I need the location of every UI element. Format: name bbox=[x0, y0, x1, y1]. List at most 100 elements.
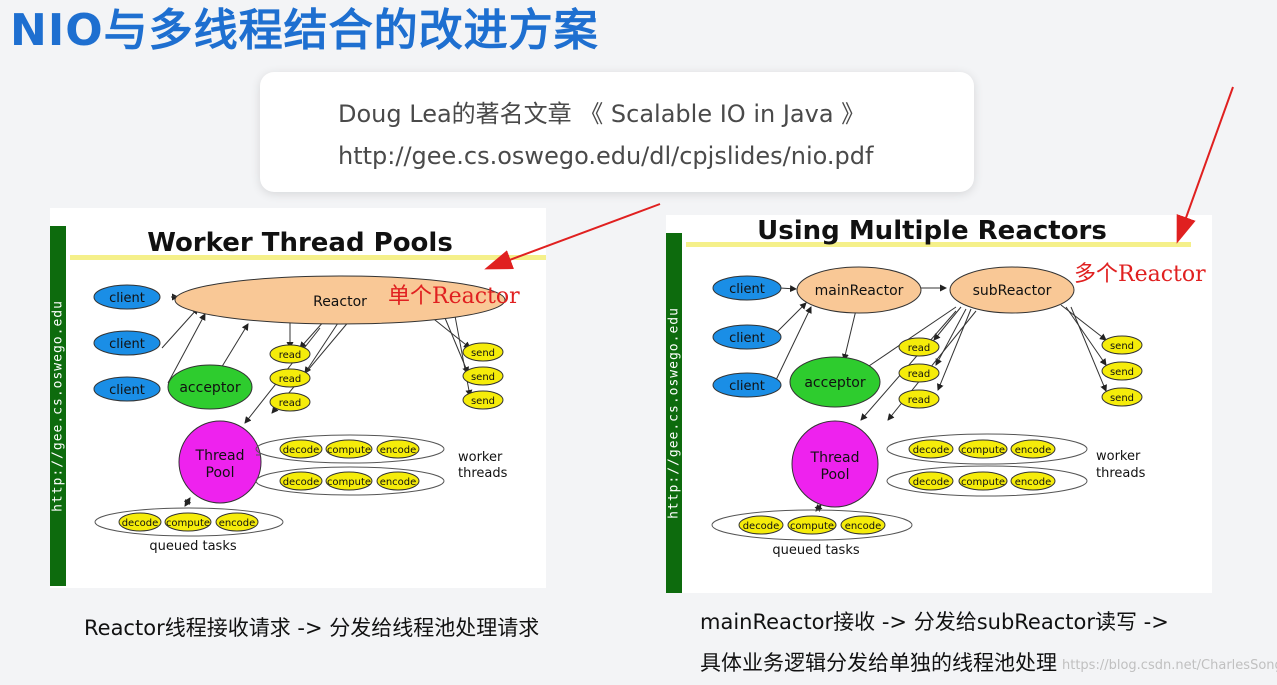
task-label: encode bbox=[380, 445, 417, 456]
sub-reactor-label: subReactor bbox=[973, 283, 1052, 299]
task-label: encode bbox=[1015, 477, 1052, 488]
send-node bbox=[462, 366, 504, 386]
read-label: read bbox=[908, 369, 931, 380]
client-label: client bbox=[109, 337, 145, 352]
task-label: decode bbox=[743, 521, 780, 532]
left-queued-row: decode compute encode bbox=[118, 512, 259, 532]
task-label: encode bbox=[1015, 445, 1052, 456]
thread-pool-label-line2: Pool bbox=[821, 467, 850, 483]
client-label: client bbox=[729, 331, 765, 346]
send-node bbox=[1101, 361, 1143, 381]
right-caption-line1: mainReactor接收 -> 分发给subReactor读写 -> bbox=[700, 610, 1169, 634]
send-label: send bbox=[471, 348, 495, 359]
send-node bbox=[1101, 335, 1143, 355]
reference-box: Doug Lea的著名文章 《 Scalable IO in Java 》 ht… bbox=[260, 72, 974, 192]
acceptor-node bbox=[167, 364, 253, 410]
single-reactor-annotation: 单个Reactor bbox=[388, 284, 520, 309]
client-node bbox=[712, 324, 782, 350]
task-label: compute bbox=[327, 445, 371, 456]
send-node bbox=[462, 390, 504, 410]
task-label: compute bbox=[961, 445, 1005, 456]
send-label: send bbox=[1110, 367, 1134, 378]
task-label: decode bbox=[283, 477, 320, 488]
task-label: decode bbox=[913, 477, 950, 488]
task-label: encode bbox=[380, 477, 417, 488]
reactor-node bbox=[174, 275, 506, 325]
task-label: decode bbox=[122, 518, 159, 529]
reference-article-title: Doug Lea的著名文章 《 Scalable IO in Java 》 bbox=[338, 100, 866, 128]
slide-title: NIO与多线程结合的改进方案 bbox=[10, 5, 599, 56]
queued-tasks-label: queued tasks bbox=[149, 539, 236, 554]
task-label: compute bbox=[166, 518, 210, 529]
right-queued-row: decode compute encode bbox=[738, 515, 886, 535]
multi-reactor-annotation: 多个Reactor bbox=[1074, 262, 1206, 287]
client-label: client bbox=[109, 291, 145, 306]
right-read-nodes: read read read bbox=[898, 337, 940, 409]
thread-pool-label-line1: Thread bbox=[810, 450, 860, 466]
queued-tasks-label: queued tasks bbox=[772, 543, 859, 558]
read-node bbox=[898, 337, 940, 357]
worker-thread-pools-diagram: http://gee.cs.oswego.edu Worker Thread P… bbox=[50, 208, 546, 588]
reference-url: http://gee.cs.oswego.edu/dl/cpjslides/ni… bbox=[338, 142, 874, 170]
task-label: compute bbox=[961, 477, 1005, 488]
task-label: compute bbox=[790, 521, 834, 532]
task-label: compute bbox=[327, 477, 371, 488]
read-node bbox=[898, 389, 940, 409]
read-label: read bbox=[908, 343, 931, 354]
worker-threads-label-line1: worker bbox=[1096, 449, 1141, 464]
worker-threads-label-line1: worker bbox=[458, 450, 503, 465]
send-label: send bbox=[471, 396, 495, 407]
right-worker-row-2: decode compute encode bbox=[908, 471, 1056, 491]
left-title-underline bbox=[70, 255, 546, 260]
client-label: client bbox=[109, 383, 145, 398]
send-label: send bbox=[471, 372, 495, 383]
worker-threads-label-line2: threads bbox=[1096, 466, 1146, 481]
acceptor-label: acceptor bbox=[179, 380, 241, 396]
read-node bbox=[269, 344, 311, 364]
right-title-underline bbox=[686, 242, 1191, 247]
thread-pool-label-line1: Thread bbox=[195, 448, 245, 464]
client-node bbox=[93, 284, 161, 310]
client-label: client bbox=[729, 379, 765, 394]
left-read-nodes: read read read bbox=[269, 344, 311, 412]
left-worker-row-1: decode compute encode bbox=[279, 439, 420, 459]
thread-pool-node bbox=[178, 420, 262, 504]
read-node bbox=[898, 363, 940, 383]
right-diagram-graphic: Using Multiple Reactors client client bbox=[686, 216, 1191, 558]
acceptor-label: acceptor bbox=[804, 375, 866, 391]
right-diagram-title: Using Multiple Reactors bbox=[757, 216, 1107, 246]
task-label: encode bbox=[219, 518, 256, 529]
left-diagram-title: Worker Thread Pools bbox=[147, 228, 453, 258]
read-node bbox=[269, 368, 311, 388]
read-label: read bbox=[279, 374, 302, 385]
right-send-nodes: send send send bbox=[1101, 335, 1143, 407]
right-worker-row-1: decode compute encode bbox=[908, 439, 1056, 459]
left-caption: Reactor线程接收请求 -> 分发给线程池处理请求 bbox=[84, 616, 540, 640]
main-reactor-label: mainReactor bbox=[815, 283, 904, 299]
task-label: decode bbox=[283, 445, 320, 456]
left-worker-row-2: decode compute encode bbox=[279, 471, 420, 491]
worker-threads-label-line2: threads bbox=[458, 466, 508, 481]
watermark: https://blog.csdn.net/CharlesSongHappy bbox=[1062, 658, 1277, 673]
reactor-label: Reactor bbox=[313, 294, 367, 310]
client-node bbox=[93, 376, 161, 402]
read-label: read bbox=[908, 395, 931, 406]
thread-pool-label-line2: Pool bbox=[206, 465, 235, 481]
send-label: send bbox=[1110, 341, 1134, 352]
left-send-nodes: send send send bbox=[462, 342, 504, 410]
read-label: read bbox=[279, 398, 302, 409]
sub-reactor-node bbox=[949, 266, 1075, 314]
read-node bbox=[269, 392, 311, 412]
right-caption-line2: 具体业务逻辑分发给单独的线程池处理 bbox=[700, 651, 1057, 675]
client-label: client bbox=[729, 282, 765, 297]
right-side-bar: http://gee.cs.oswego.edu bbox=[666, 233, 682, 593]
right-client-nodes: client client client bbox=[712, 275, 782, 398]
read-label: read bbox=[279, 350, 302, 361]
send-node bbox=[462, 342, 504, 362]
send-node bbox=[1101, 387, 1143, 407]
client-node bbox=[712, 275, 782, 301]
acceptor-node bbox=[789, 356, 881, 408]
left-diagram-graphic: Worker Thread Pools Reactor client bbox=[70, 228, 546, 554]
client-node bbox=[93, 330, 161, 356]
task-label: decode bbox=[913, 445, 950, 456]
